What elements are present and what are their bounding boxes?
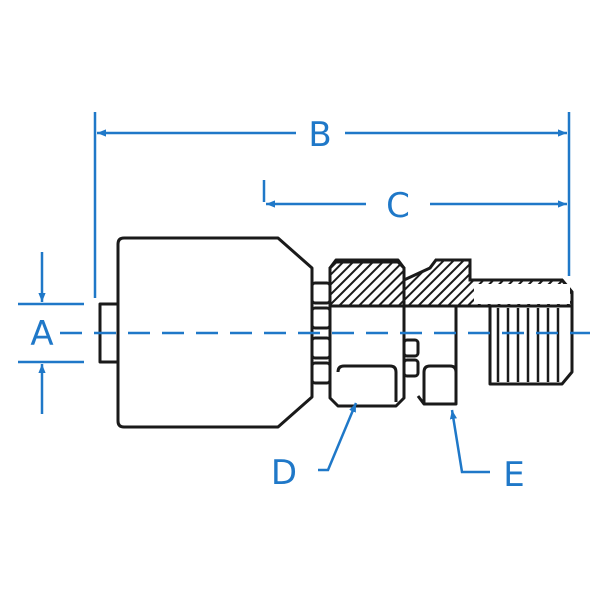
- ferrule-bump: [310, 306, 332, 330]
- hatched-nut-section: [328, 260, 406, 308]
- ferrule-bump: [310, 281, 332, 305]
- section-hatching: [328, 258, 574, 308]
- dim-d-leader: [318, 402, 358, 472]
- dimension-labels: A B C D E: [30, 115, 524, 495]
- dim-label-b: B: [308, 115, 331, 155]
- dim-label-e: E: [503, 455, 524, 495]
- ferrule-bump: [310, 361, 332, 385]
- collar-bump: [402, 358, 420, 378]
- dim-label-d: D: [271, 453, 297, 493]
- nipple-collar: [404, 304, 458, 396]
- thread-teeth: [496, 308, 560, 382]
- dimension-lines: [18, 112, 590, 474]
- collar-bump: [402, 338, 420, 358]
- ferrule-bump: [310, 336, 332, 360]
- swivel-nut-hex-face: [336, 364, 398, 402]
- ferrule-shell: [116, 236, 314, 429]
- hatch-cutout: [474, 284, 570, 304]
- dim-label-a: A: [30, 314, 53, 354]
- swivel-nut: [328, 258, 406, 408]
- dim-label-c: C: [386, 186, 410, 226]
- dim-e-leader: [449, 409, 490, 474]
